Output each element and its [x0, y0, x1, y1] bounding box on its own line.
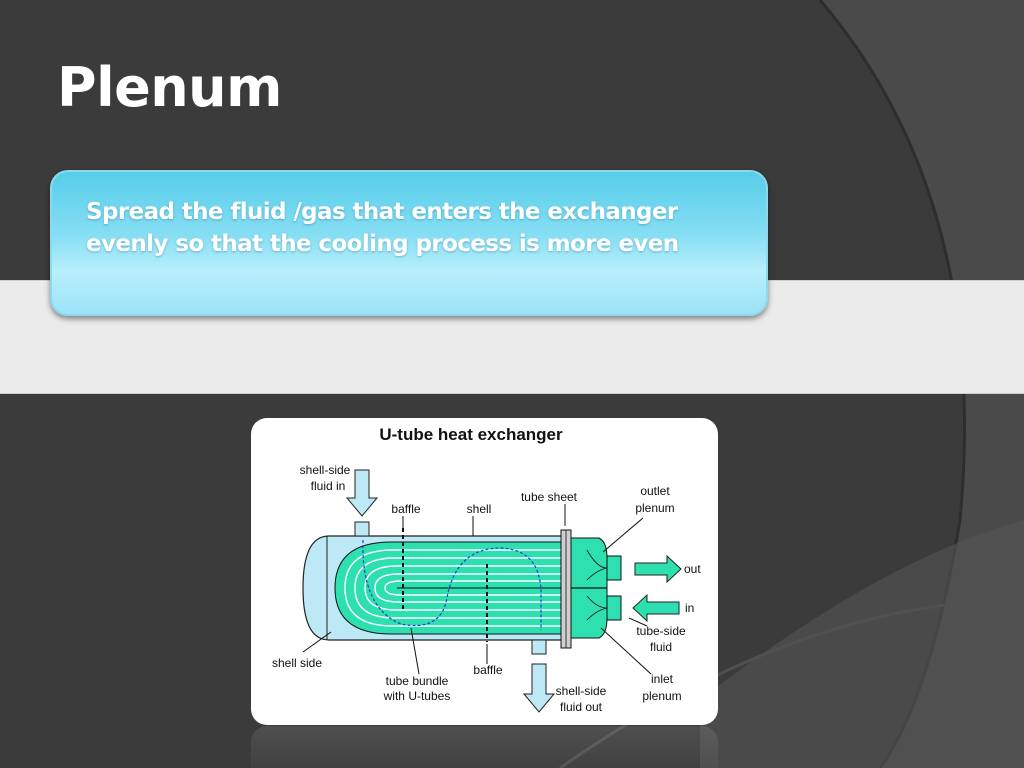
label-inlet-plenum-1: inlet	[651, 672, 674, 686]
label-tube-bundle-2: with U-tubes	[383, 689, 451, 703]
label-baffle-top: baffle	[391, 502, 420, 516]
callout-text: Spread the fluid /gas that enters the ex…	[86, 199, 679, 257]
label-shell-side-fluid-in-2: fluid in	[311, 479, 346, 493]
diagram-reflection	[251, 726, 718, 768]
label-tube-bundle-1: tube bundle	[386, 674, 449, 688]
label-shell-side-fluid-out-1: shell-side	[556, 684, 607, 698]
tube-bundle	[334, 541, 561, 635]
label-in: in	[685, 601, 694, 615]
tube-sheet	[560, 529, 572, 649]
leader-lines	[302, 504, 652, 675]
arrow-tube-in	[632, 593, 680, 623]
baffles	[402, 528, 488, 642]
arrow-shell-in	[345, 469, 379, 517]
label-shell-side-fluid-out-2: fluid out	[560, 700, 603, 714]
label-tube-sheet: tube sheet	[521, 490, 578, 504]
label-shell: shell	[467, 502, 492, 516]
diagram-title: U-tube heat exchanger	[379, 425, 563, 444]
arrow-shell-out	[522, 663, 556, 713]
plenum-head	[570, 537, 622, 639]
label-shell-side: shell side	[272, 656, 322, 670]
label-shell-side-fluid-in-1: shell-side	[300, 463, 351, 477]
label-baffle-bottom: baffle	[473, 663, 502, 677]
label-tube-side-fluid-1: tube-side	[636, 624, 686, 638]
callout-box: Spread the fluid /gas that enters the ex…	[50, 170, 768, 316]
label-out: out	[684, 562, 701, 576]
label-outlet-plenum-2: plenum	[635, 501, 674, 515]
heat-exchanger-diagram: U-tube heat exchanger	[251, 418, 718, 725]
label-inlet-plenum-2: plenum	[642, 689, 681, 703]
slide-title: Plenum	[57, 56, 282, 119]
arrow-tube-out	[634, 554, 682, 584]
label-outlet-plenum-1: outlet	[640, 484, 670, 498]
label-tube-side-fluid-2: fluid	[650, 640, 672, 654]
